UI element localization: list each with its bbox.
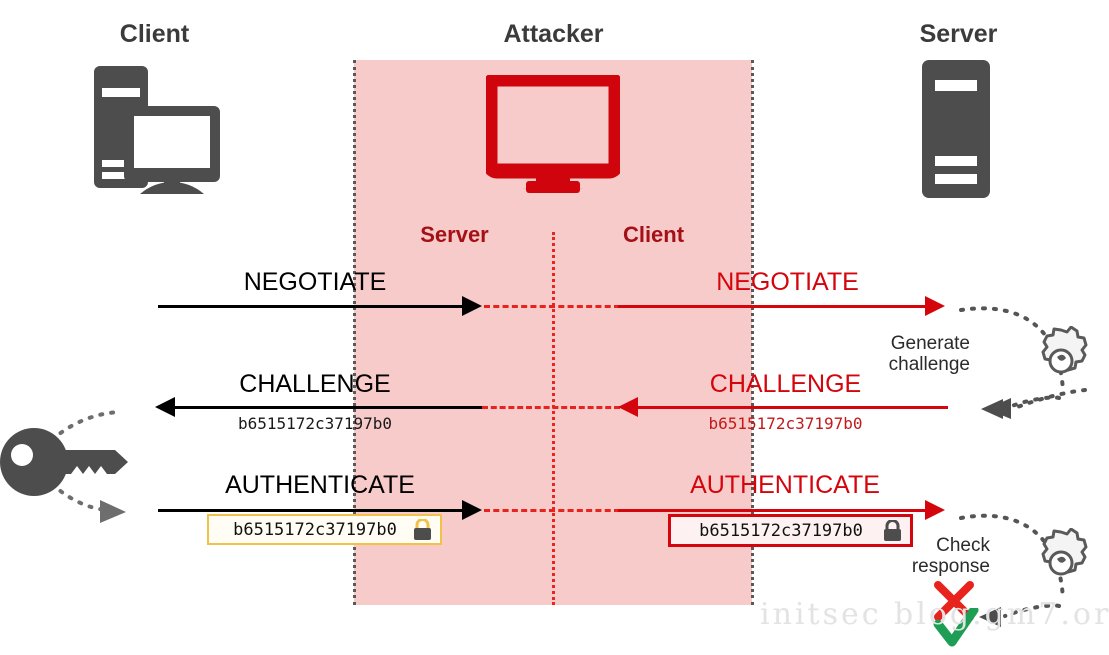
column-title-attacker: Attacker xyxy=(503,20,604,48)
check-response-annotation: Check response xyxy=(880,535,990,577)
red-cross-icon xyxy=(930,580,978,622)
authenticate-right-arrowhead xyxy=(925,500,945,520)
monitor-icon xyxy=(482,71,624,193)
attacker-split-line xyxy=(552,232,555,605)
challenge-return-arrow xyxy=(975,386,1095,426)
authenticate-left-label: AUTHENTICATE xyxy=(225,471,415,499)
watermark: initsec blog.gm7.org xyxy=(760,597,1109,632)
key-icon xyxy=(0,392,165,527)
check-response-loop-arrow xyxy=(955,506,1109,631)
column-title-server: Server xyxy=(919,20,998,48)
check-response-line2: response xyxy=(911,555,990,577)
padlock-icon-2 xyxy=(883,518,902,542)
challenge-left-line xyxy=(175,406,482,409)
authenticate-left-line xyxy=(158,509,463,512)
challenge-left-label: CHALLENGE xyxy=(239,370,391,398)
column-title-client: Client xyxy=(119,20,190,48)
gear-icon-2 xyxy=(1026,527,1096,598)
attacker-role-server: Server xyxy=(420,222,489,247)
challenge-right-line xyxy=(638,406,948,409)
authenticate-left-arrowhead xyxy=(462,500,482,520)
challenge-right-value: b6515172c37197b0 xyxy=(708,414,863,433)
generate-challenge-line2: challenge xyxy=(888,353,970,375)
authenticate-right-value: b6515172c37197b0 xyxy=(699,520,863,541)
authenticate-right-label: AUTHENTICATE xyxy=(690,471,880,499)
challenge-relay-dashes xyxy=(482,406,620,409)
negotiate-left-arrowhead xyxy=(462,296,482,316)
authenticate-left-value: b6515172c37197b0 xyxy=(233,519,397,540)
challenge-right-arrowhead xyxy=(618,397,638,417)
authenticate-relay-dashes xyxy=(484,509,620,512)
server-rack-icon xyxy=(918,58,998,200)
negotiate-right-line xyxy=(618,305,926,308)
check-response-line1: Check xyxy=(936,535,990,556)
challenge-left-arrowhead xyxy=(155,397,175,417)
gear-icon xyxy=(1026,325,1096,396)
challenge-left-value: b6515172c37197b0 xyxy=(237,414,393,433)
green-check-icon xyxy=(932,605,980,650)
authenticate-right-line xyxy=(618,509,926,512)
authenticate-left-value-box: b6515172c37197b0 xyxy=(207,514,442,545)
attacker-band-left-edge xyxy=(353,60,356,605)
attacker-band-right-edge xyxy=(751,60,754,605)
negotiate-relay-dashes xyxy=(484,305,620,308)
generate-challenge-annotation: Generate challenge xyxy=(860,333,970,375)
padlock-icon xyxy=(413,517,432,541)
negotiate-left-line xyxy=(158,305,463,308)
challenge-right-label: CHALLENGE xyxy=(709,370,862,398)
attacker-role-client: Client xyxy=(622,222,685,247)
authenticate-right-value-box: b6515172c37197b0 xyxy=(668,514,913,547)
desktop-computer-icon xyxy=(88,62,228,197)
negotiate-right-label: NEGOTIATE xyxy=(716,268,859,296)
negotiate-left-label: NEGOTIATE xyxy=(243,268,387,296)
generate-challenge-line1: Generate xyxy=(890,333,970,354)
negotiate-right-arrowhead xyxy=(925,296,945,316)
